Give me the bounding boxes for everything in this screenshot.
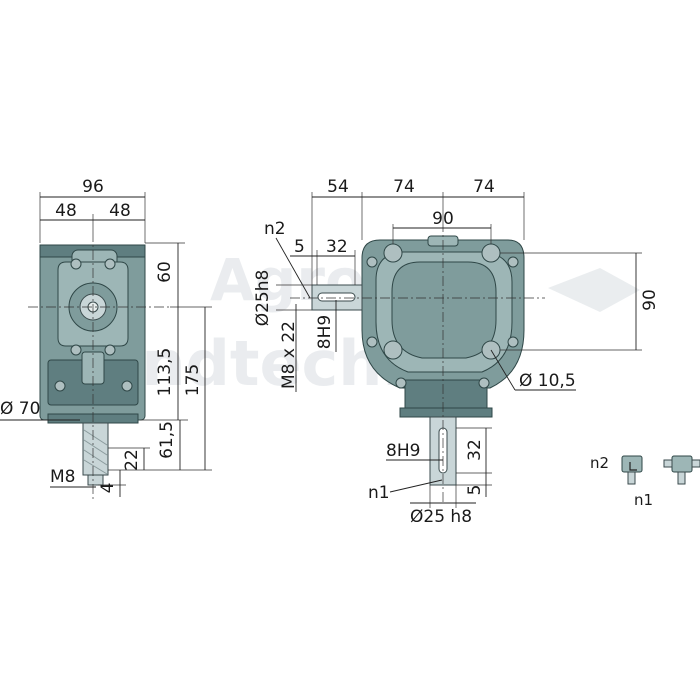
legend-left-shaft [627,471,636,485]
side-bolt-4 [104,344,116,356]
front-flange [399,407,493,418]
side-dim-96: 96 [82,177,104,197]
front-dim-input-dia: Ø25h8 [253,270,273,327]
side-dim-175: 175 [183,364,203,396]
legend-right-shaft-r [691,459,700,468]
front-bolt-s6 [478,377,490,389]
front-dim-output-key: 8H9 [386,441,420,461]
side-shaft-tip [87,474,104,486]
side-view: 96 48 48 60 113,5 175 61,5 22 Ø 70 M8 4 [0,177,212,500]
front-bolt-bl [383,340,403,360]
side-dim-m8: M8 [50,467,75,487]
side-dim-48-right: 48 [109,201,131,221]
front-view: 54 74 74 90 90 Ø 10,5 n2 5 32 Ø25h8 8H9 … [253,177,660,527]
front-dim-90v: 90 [640,289,660,311]
front-dim-input-length: 32 [326,237,348,257]
front-n1-leader [389,479,443,493]
side-bolt-5 [54,380,66,392]
legend-left-arrow [629,462,637,471]
front-dim-54: 54 [327,177,349,197]
front-bolt-s5 [395,377,407,389]
front-dim-hole: Ø 10,5 [519,371,576,391]
front-dim-90h: 90 [432,209,454,229]
legend-right-shaft-l [663,459,673,468]
front-label-n2: n2 [264,219,286,239]
front-bolt-s3 [366,336,378,348]
legend-n2: n2 [590,454,609,472]
front-label-n1: n1 [368,483,390,503]
side-bolt-3 [70,344,82,356]
side-dim-dia70: Ø 70 [0,399,40,419]
side-dim-113: 113,5 [155,348,175,397]
side-bolt-1 [70,258,82,270]
side-dim-61: 61,5 [157,421,177,459]
front-bolt-s1 [366,256,378,268]
front-dim-output-length: 32 [465,439,485,461]
front-dim-output-shoulder: 5 [465,485,485,496]
front-input-keyway [317,292,356,302]
front-bolt-tl [383,243,403,263]
front-dim-input-shoulder: 5 [294,237,305,257]
side-dim-22: 22 [122,449,142,471]
front-bolt-tr [481,243,501,263]
side-dim-48-left: 48 [55,201,77,221]
watermark-logo [548,268,640,312]
front-dim-74-left: 74 [393,177,415,197]
front-bolt-s4 [507,336,519,348]
front-dim-input-thread: M8 x 22 [279,321,299,389]
side-dim-4: 4 [98,483,118,494]
front-inner-cover [391,261,497,359]
legend-n1: n1 [634,491,653,509]
side-bolt-6 [121,380,133,392]
front-lower-body [404,379,488,413]
front-dim-input-key: 8H9 [315,315,335,349]
front-n2-leader [275,237,311,299]
side-shaft-hatch [83,429,108,475]
front-dim-output-dia: Ø25 h8 [410,507,472,527]
legend-right-shaft-b [677,471,686,485]
legend-right-box [671,455,693,473]
side-bolt-2 [104,258,116,270]
rotation-legend: n2 n1 [590,454,700,509]
side-dim-60: 60 [155,261,175,283]
front-dim-74-right: 74 [473,177,495,197]
front-hole-leader [490,349,516,391]
front-bolt-s2 [507,256,519,268]
